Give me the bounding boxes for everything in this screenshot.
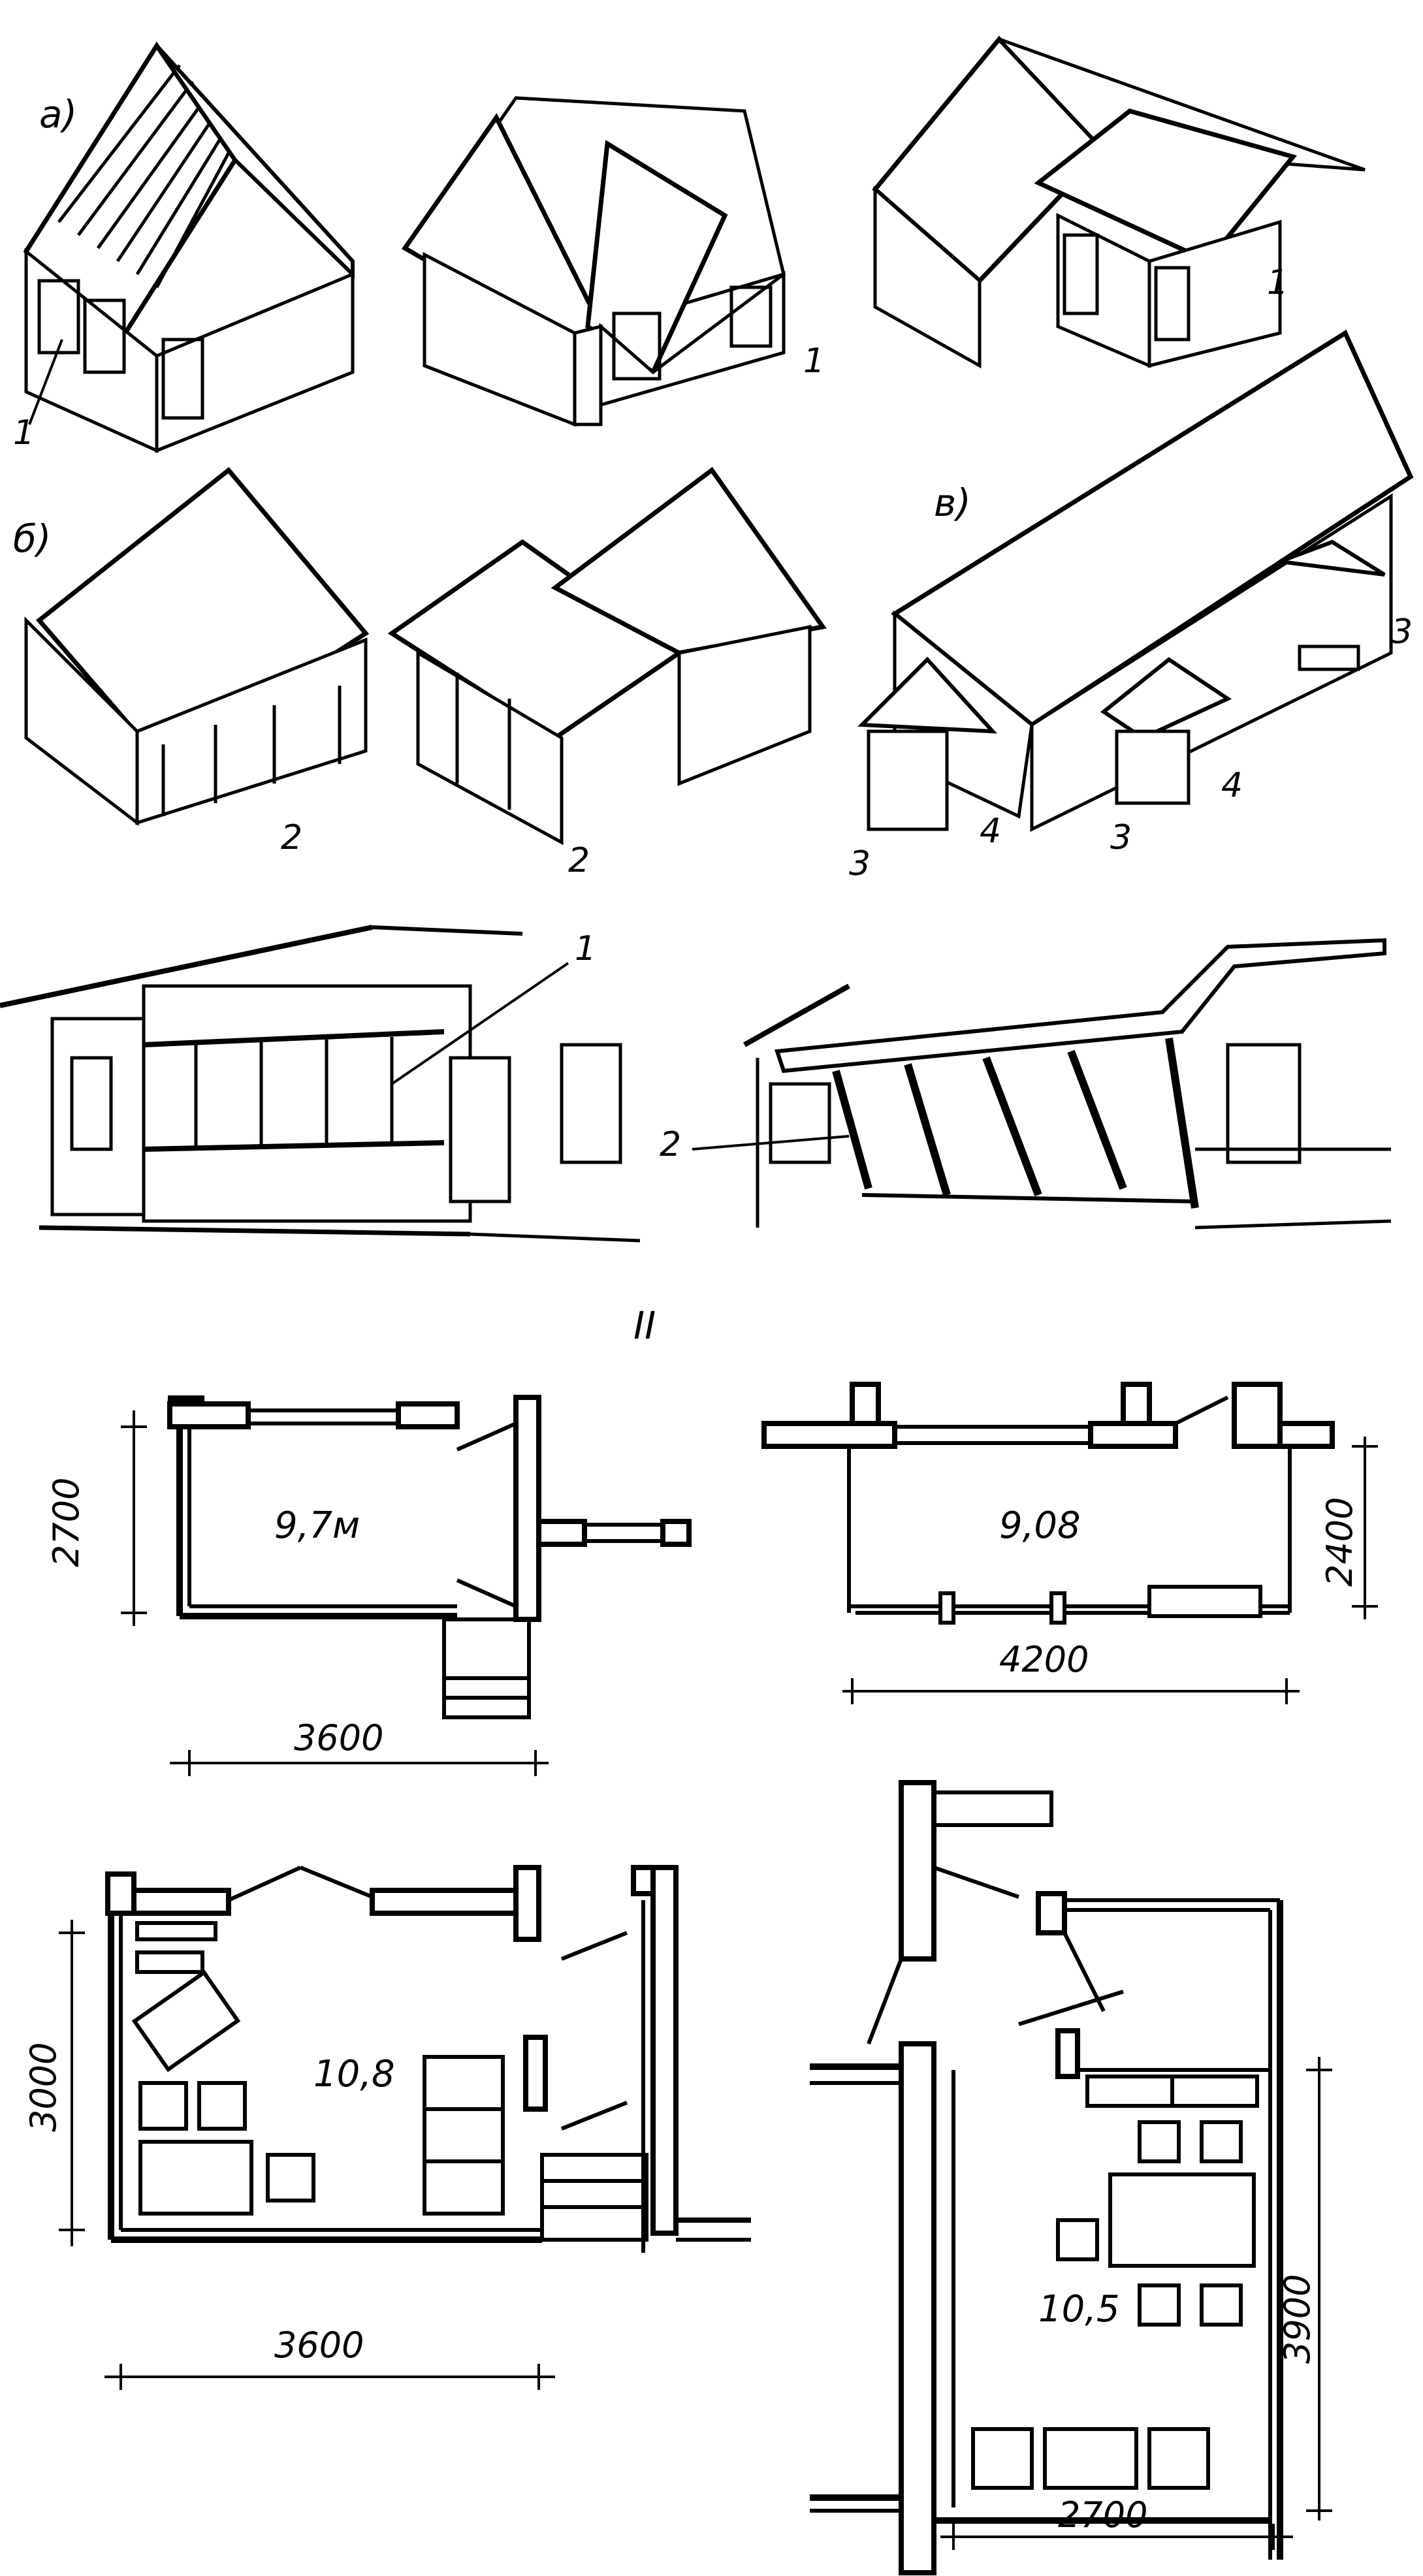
plan-4 — [810, 1780, 1283, 2575]
plan-2-area: 9,08 — [999, 1504, 1081, 1547]
plan-1-dim-depth — [121, 1410, 147, 1626]
callout-3-v1: 3 — [849, 844, 871, 883]
callout-1-a2: 1 — [803, 342, 825, 381]
plan-3-dim-width — [104, 2364, 555, 2390]
house-v — [857, 329, 1414, 833]
plan-2-depth-label: 2400 — [1319, 1497, 1360, 1587]
leader-line — [391, 962, 569, 1085]
plan-1 — [167, 1395, 692, 1719]
plan-4-area: 10,5 — [1038, 2288, 1120, 2330]
callout-2-b2: 2 — [568, 841, 590, 880]
plan-2-dim-width — [842, 1678, 1300, 1704]
plan-4-dim-width — [940, 2524, 1293, 2550]
callout-1-a3: 1 — [1267, 263, 1288, 302]
plan-3-area: 10,8 — [313, 2053, 395, 2095]
callout-4-v1: 4 — [980, 812, 1001, 851]
panel-label-b: б) — [13, 517, 51, 561]
section-mark: II — [633, 1303, 656, 1348]
perspective-right — [743, 938, 1392, 1230]
plan-4-width-label: 2700 — [1058, 2494, 1147, 2536]
plan-2 — [761, 1382, 1335, 1625]
plan-1-area: 9,7м — [274, 1504, 360, 1547]
callout-3-v3: 3 — [1391, 612, 1413, 652]
panel-label-a: а) — [39, 92, 77, 136]
plan-1-width-label: 3600 — [294, 1717, 383, 1758]
callout-4-v2: 4 — [1221, 766, 1243, 805]
plan-4-depth-label: 3900 — [1277, 2274, 1318, 2364]
leader-line — [28, 339, 63, 425]
leader-line — [692, 1135, 850, 1151]
callout-2-b1: 2 — [281, 818, 302, 857]
callout-2-perspective: 2 — [660, 1125, 681, 1164]
panel-label-v: в) — [934, 481, 971, 525]
plan-1-dim-width — [170, 1750, 549, 1776]
plan-3-dim-depth — [59, 1920, 85, 2246]
perspective-left — [0, 925, 641, 1243]
house-a1 — [23, 41, 355, 453]
plan-3-depth-label: 3000 — [23, 2043, 64, 2132]
house-b2 — [387, 467, 827, 846]
plan-2-width-label: 4200 — [999, 1639, 1089, 1680]
house-b1 — [24, 467, 370, 827]
plan-3-width-label: 3600 — [274, 2325, 364, 2366]
house-a3 — [872, 35, 1366, 369]
plan-4-dim-depth — [1306, 2057, 1332, 2520]
plan-2-dim-depth — [1352, 1437, 1378, 1619]
plan-3 — [105, 1865, 751, 2253]
house-a2 — [401, 96, 786, 427]
callout-1-perspective: 1 — [575, 929, 596, 968]
callout-3-v2: 3 — [1110, 818, 1132, 857]
plan-1-depth-label: 2700 — [46, 1478, 87, 1567]
